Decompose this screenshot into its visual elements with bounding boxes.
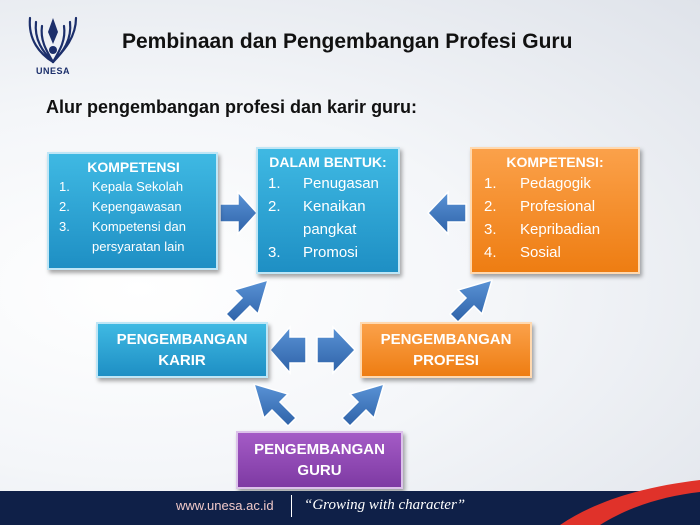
unesa-logo: UNESA [18, 10, 88, 80]
item-text: Sosial [520, 244, 561, 261]
item-text: Kompetensi dan persyaratan lain [92, 219, 186, 254]
list-item: 3. Kompetensi dan persyaratan lain [57, 217, 210, 257]
list-item: 2. Kepengawasan [57, 197, 210, 217]
item-number: 1. [59, 179, 70, 194]
footer-separator [291, 495, 292, 517]
item-number: 2. [268, 198, 281, 215]
list-item: 3. Kepribadian [478, 218, 632, 241]
page-subtitle: Alur pengembangan profesi dan karir guru… [46, 97, 418, 117]
footer-tagline: “Growing with character” [304, 497, 466, 513]
arrow-guru-to-karir [252, 382, 298, 428]
box-pengembangan-profesi: PENGEMBANGAN PROFESI [360, 322, 532, 378]
list-item: 1. Pedagogik [478, 172, 632, 195]
box-pengembangan-karir: PENGEMBANGAN KARIR [96, 322, 268, 378]
item-number: 2. [59, 199, 70, 214]
item-number: 3. [268, 244, 281, 261]
box-pengembangan-guru: PENGEMBANGAN GURU [236, 431, 403, 489]
unesa-emblem-icon [28, 16, 78, 64]
item-number: 2. [484, 198, 497, 215]
list-item: 3. Promosi [264, 241, 392, 264]
box-heading: PENGEMBANGAN KARIR [117, 329, 248, 371]
item-number: 1. [268, 175, 281, 192]
item-text: Kepala Sekolah [92, 179, 184, 194]
arrow-kompetensi-to-dalam [219, 190, 259, 236]
box-heading: DALAM BENTUK: [269, 154, 387, 170]
item-text: Profesional [520, 198, 596, 215]
box-kompetensi-guru: KOMPETENSI: 1. Pedagogik 2. Profesional 3.… [470, 147, 640, 274]
box-kompetensi-jabatan: KOMPETENSI 1. Kepala Sekolah 2. Kepengawas… [47, 152, 218, 270]
arrow-to-karir [269, 324, 307, 376]
item-text: Kepengawasan [92, 199, 182, 214]
box-heading-line1: PENGEMBANGAN [116, 331, 248, 348]
list-item: 2. Kenaikan pangkat [264, 195, 392, 241]
box-heading-line2: GURU [297, 462, 342, 479]
box-heading: KOMPETENSI: [506, 154, 604, 170]
box-heading-line2: PROFESI [413, 352, 479, 369]
item-text: Pedagogik [520, 175, 591, 192]
arrow-profesi-to-kompetensi [448, 278, 494, 324]
box-heading: KOMPETENSI [87, 159, 180, 175]
arrow-karir-to-dalam [224, 278, 270, 324]
item-number: 4. [484, 244, 497, 261]
list-item: 2. Profesional [478, 195, 632, 218]
item-number: 3. [484, 221, 497, 238]
footer-url[interactable]: www.unesa.ac.id [176, 498, 274, 513]
item-text: Kepribadian [520, 221, 601, 238]
list-item: 1. Penugasan [264, 172, 392, 195]
arrow-kompetensi-right-to-dalam [426, 190, 467, 236]
item-number: 3. [59, 219, 70, 234]
list-item: 4. Sosial [478, 241, 632, 264]
list-item: 1. Kepala Sekolah [57, 177, 210, 197]
footer-swoosh [560, 480, 700, 525]
arrow-to-profesi [316, 325, 357, 375]
arrow-guru-to-profesi [340, 382, 386, 428]
item-text: Promosi [303, 244, 359, 261]
box-heading-line2: KARIR [158, 352, 206, 369]
box-heading: PENGEMBANGAN PROFESI [381, 329, 512, 371]
item-text: Kenaikan pangkat [303, 198, 366, 238]
box-heading: PENGEMBANGAN GURU [254, 439, 385, 481]
box-heading-line1: PENGEMBANGAN [254, 441, 385, 458]
box-heading-line1: PENGEMBANGAN [380, 331, 512, 348]
page-title: Pembinaan dan Pengembangan Profesi Guru [122, 30, 573, 53]
unesa-logo-text: UNESA [35, 66, 70, 76]
item-text: Penugasan [303, 175, 379, 192]
item-number: 1. [484, 175, 497, 192]
box-dalam-bentuk: DALAM BENTUK: 1. Penugasan 2. Kenaikan pan… [256, 147, 400, 274]
